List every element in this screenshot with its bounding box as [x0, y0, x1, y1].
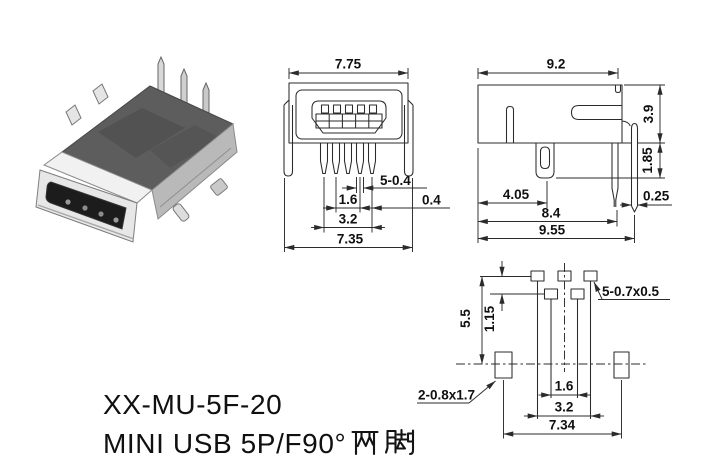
cjk-glyph-liang: [351, 430, 379, 456]
dim-label-side-tail-thickness: 0.25: [643, 189, 670, 204]
cjk-glyph-jiao: [384, 428, 415, 456]
dim-label-fp-pad-callout: 5-0.7x0.5: [602, 284, 660, 299]
dim-label-fp-pitch-outer: 3.2: [555, 400, 574, 415]
side-view: 9.2 3.9 1.85 4.05 8.4 0.25 9.55: [477, 57, 672, 243]
footprint-view: 5.5 1.15 5-0.7x0.5 1.6 3.2 7.34 2-0.8x1.…: [417, 261, 670, 439]
dim-label-fp-hole-span: 7.34: [549, 418, 576, 433]
dim-label-fp-row-span: 5.5: [458, 309, 473, 328]
dim-label-side-pin-depth: 8.4: [542, 206, 561, 221]
dim-label-front-bottom-width: 7.35: [337, 232, 364, 247]
dim-label-side-total-depth: 9.55: [539, 223, 566, 238]
dim-label-front-pitch-inner: 1.6: [339, 192, 358, 207]
dim-label-side-leg-height: 1.85: [640, 147, 655, 174]
dim-label-side-body-height: 3.9: [641, 105, 656, 124]
front-view: 7.75 5-0.4 1.6 0.4 3.2 7.35: [283, 57, 450, 252]
part-number-text: XX-MU-5F-20: [103, 389, 282, 420]
dim-label-fp-pitch-inner: 1.6: [555, 379, 574, 394]
title-block: XX-MU-5F-20 MINI USB 5P/F90°: [103, 389, 415, 459]
dim-label-front-pitch-outer: 3.2: [339, 212, 358, 227]
dim-label-front-edge-offset: 0.4: [422, 193, 441, 208]
dim-label-side-body-depth: 9.2: [547, 57, 566, 72]
connector-photo: [35, 55, 238, 243]
dim-label-fp-hole-callout: 2-0.8x1.7: [418, 388, 475, 403]
dim-label-front-pin-width: 5-0.4: [380, 173, 411, 188]
description-text: MINI USB 5P/F90°: [103, 428, 346, 459]
dim-label-front-top-width: 7.75: [335, 57, 362, 72]
dim-label-side-leg-offset: 4.05: [503, 187, 530, 202]
dim-label-fp-row-offset: 1.15: [482, 305, 497, 332]
